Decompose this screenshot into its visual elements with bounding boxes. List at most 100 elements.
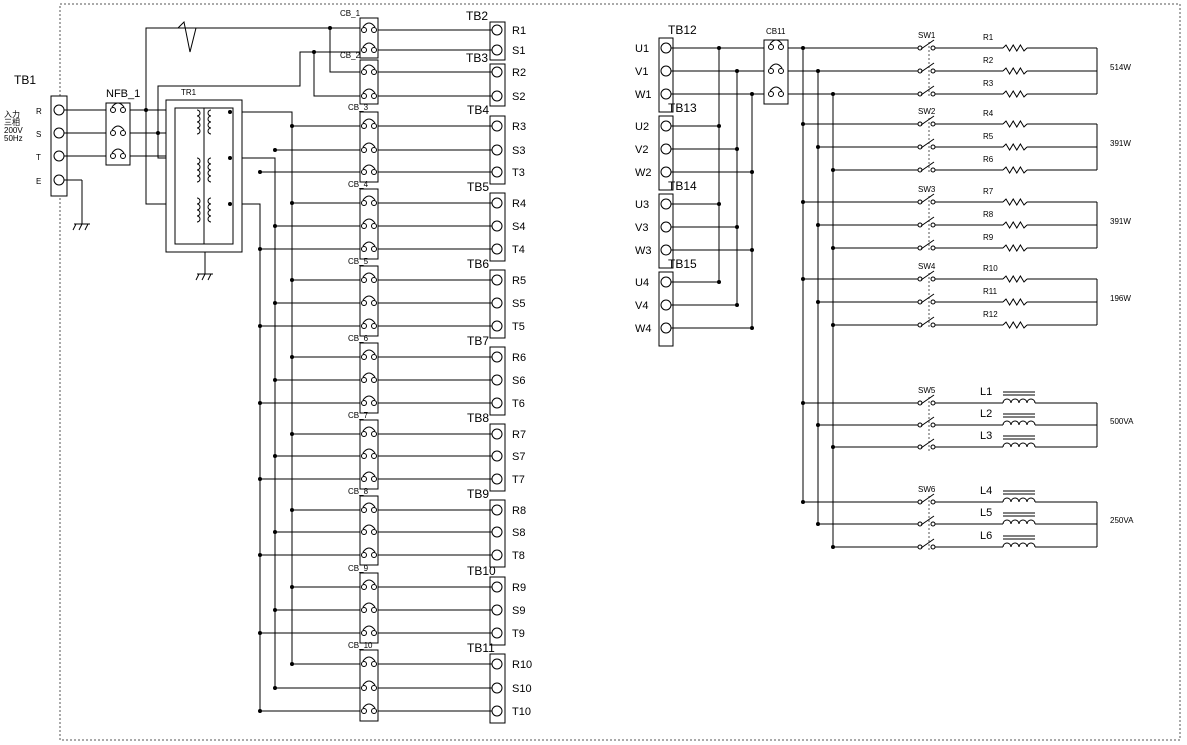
breaker-arc <box>362 656 376 662</box>
terminal <box>491 90 503 102</box>
breaker-contact <box>361 661 367 667</box>
inductor-label: L1 <box>980 386 992 398</box>
terminal-block-title: TB2 <box>466 9 488 23</box>
breaker-contact <box>371 507 377 513</box>
terminal <box>491 581 503 593</box>
breaker-arc <box>362 602 376 608</box>
switch-contact <box>917 499 923 505</box>
junction-dot <box>290 124 294 128</box>
terminal <box>491 705 503 717</box>
breaker-contact <box>120 153 126 159</box>
switch-contact <box>917 299 923 305</box>
wire <box>145 27 360 110</box>
breaker-arc <box>362 625 376 631</box>
breaker-contact <box>371 169 377 175</box>
terminal <box>491 274 503 286</box>
switch-contact <box>917 322 923 328</box>
breaker-contact <box>371 354 377 360</box>
junction-dot <box>816 522 820 526</box>
breaker-body <box>359 495 379 566</box>
uvw-terminal-label: V2 <box>635 144 648 156</box>
breaker-contact <box>371 47 377 53</box>
wire <box>329 28 360 73</box>
output-terminal-label: R2 <box>512 67 526 79</box>
terminal <box>491 24 503 36</box>
switch-label: SW6 <box>918 485 936 494</box>
breaker-contact <box>371 607 377 613</box>
wire <box>920 515 935 526</box>
junction-dot <box>258 324 262 328</box>
junction-dot <box>290 432 294 436</box>
breaker-arc <box>362 372 376 378</box>
breaker-contact <box>371 27 377 33</box>
terminal-block-title: TB5 <box>467 180 489 194</box>
uvw-terminal-label: U3 <box>635 199 649 211</box>
breaker-arc <box>111 148 125 154</box>
wire <box>920 394 935 405</box>
junction-dot <box>258 247 262 251</box>
junction-dot <box>258 401 262 405</box>
tr1-secondary-coil <box>207 197 212 223</box>
cb11-label: CB11 <box>766 27 786 36</box>
breaker-arc <box>362 195 376 201</box>
breaker-contact <box>371 584 377 590</box>
breaker-contact <box>778 91 784 97</box>
tb1-terminal-label: T <box>36 153 41 162</box>
right-input-section: TB12U1V1W1TB13U2V2W2TB14U3V3W3TB15U4V4W4… <box>635 23 789 347</box>
junction-dot <box>801 277 805 281</box>
terminal-block-title: TB9 <box>467 487 489 501</box>
breaker-body <box>359 265 379 337</box>
load-rating-label: 250VA <box>1110 516 1134 525</box>
terminal <box>491 320 503 332</box>
junction-dot <box>290 662 294 666</box>
breaker-label: CB_5 <box>348 257 369 266</box>
output-terminal-label: S3 <box>512 145 525 157</box>
breaker-contact <box>371 661 377 667</box>
terminal <box>491 197 503 209</box>
switch-label: SW1 <box>918 31 936 40</box>
resistor-symbol <box>1002 244 1028 252</box>
breaker-arc <box>362 547 376 553</box>
breaker-contact <box>361 354 367 360</box>
junction-dot <box>273 224 277 228</box>
terminal <box>53 104 65 116</box>
breaker-body <box>359 572 379 644</box>
junction-dot <box>258 170 262 174</box>
resistor-label: R11 <box>983 287 998 296</box>
output-terminal-label: S1 <box>512 45 525 57</box>
breaker-contact <box>361 552 367 558</box>
switch-contact <box>930 276 936 282</box>
resistor-symbol <box>1002 67 1028 75</box>
breaker-arc <box>362 680 376 686</box>
junction-dot <box>273 530 277 534</box>
output-terminal-label: T8 <box>512 550 525 562</box>
switch-contact <box>917 121 923 127</box>
wire <box>920 538 935 549</box>
junction-dot <box>816 423 820 427</box>
breaker-arc <box>362 426 376 432</box>
breaker-arc <box>362 142 376 148</box>
inductor-label: L4 <box>980 485 992 497</box>
breaker-contact <box>361 47 367 53</box>
tb1-terminal-label: S <box>36 130 41 139</box>
wire <box>201 273 206 281</box>
breaker-arc <box>362 349 376 355</box>
inductor-coil <box>1002 542 1036 548</box>
junction-dot <box>801 46 805 50</box>
junction-dot <box>228 110 232 114</box>
junction-dot <box>258 477 262 481</box>
terminal <box>491 526 503 538</box>
breaker-contact <box>361 200 367 206</box>
output-terminal-label: R6 <box>512 352 526 364</box>
output-terminal-label: T5 <box>512 321 525 333</box>
breaker-contact <box>361 246 367 252</box>
switch-contact <box>930 144 936 150</box>
output-terminal-label: R9 <box>512 582 526 594</box>
breaker-label: CB_9 <box>348 564 369 573</box>
load-rating-label: 500VA <box>1110 417 1134 426</box>
